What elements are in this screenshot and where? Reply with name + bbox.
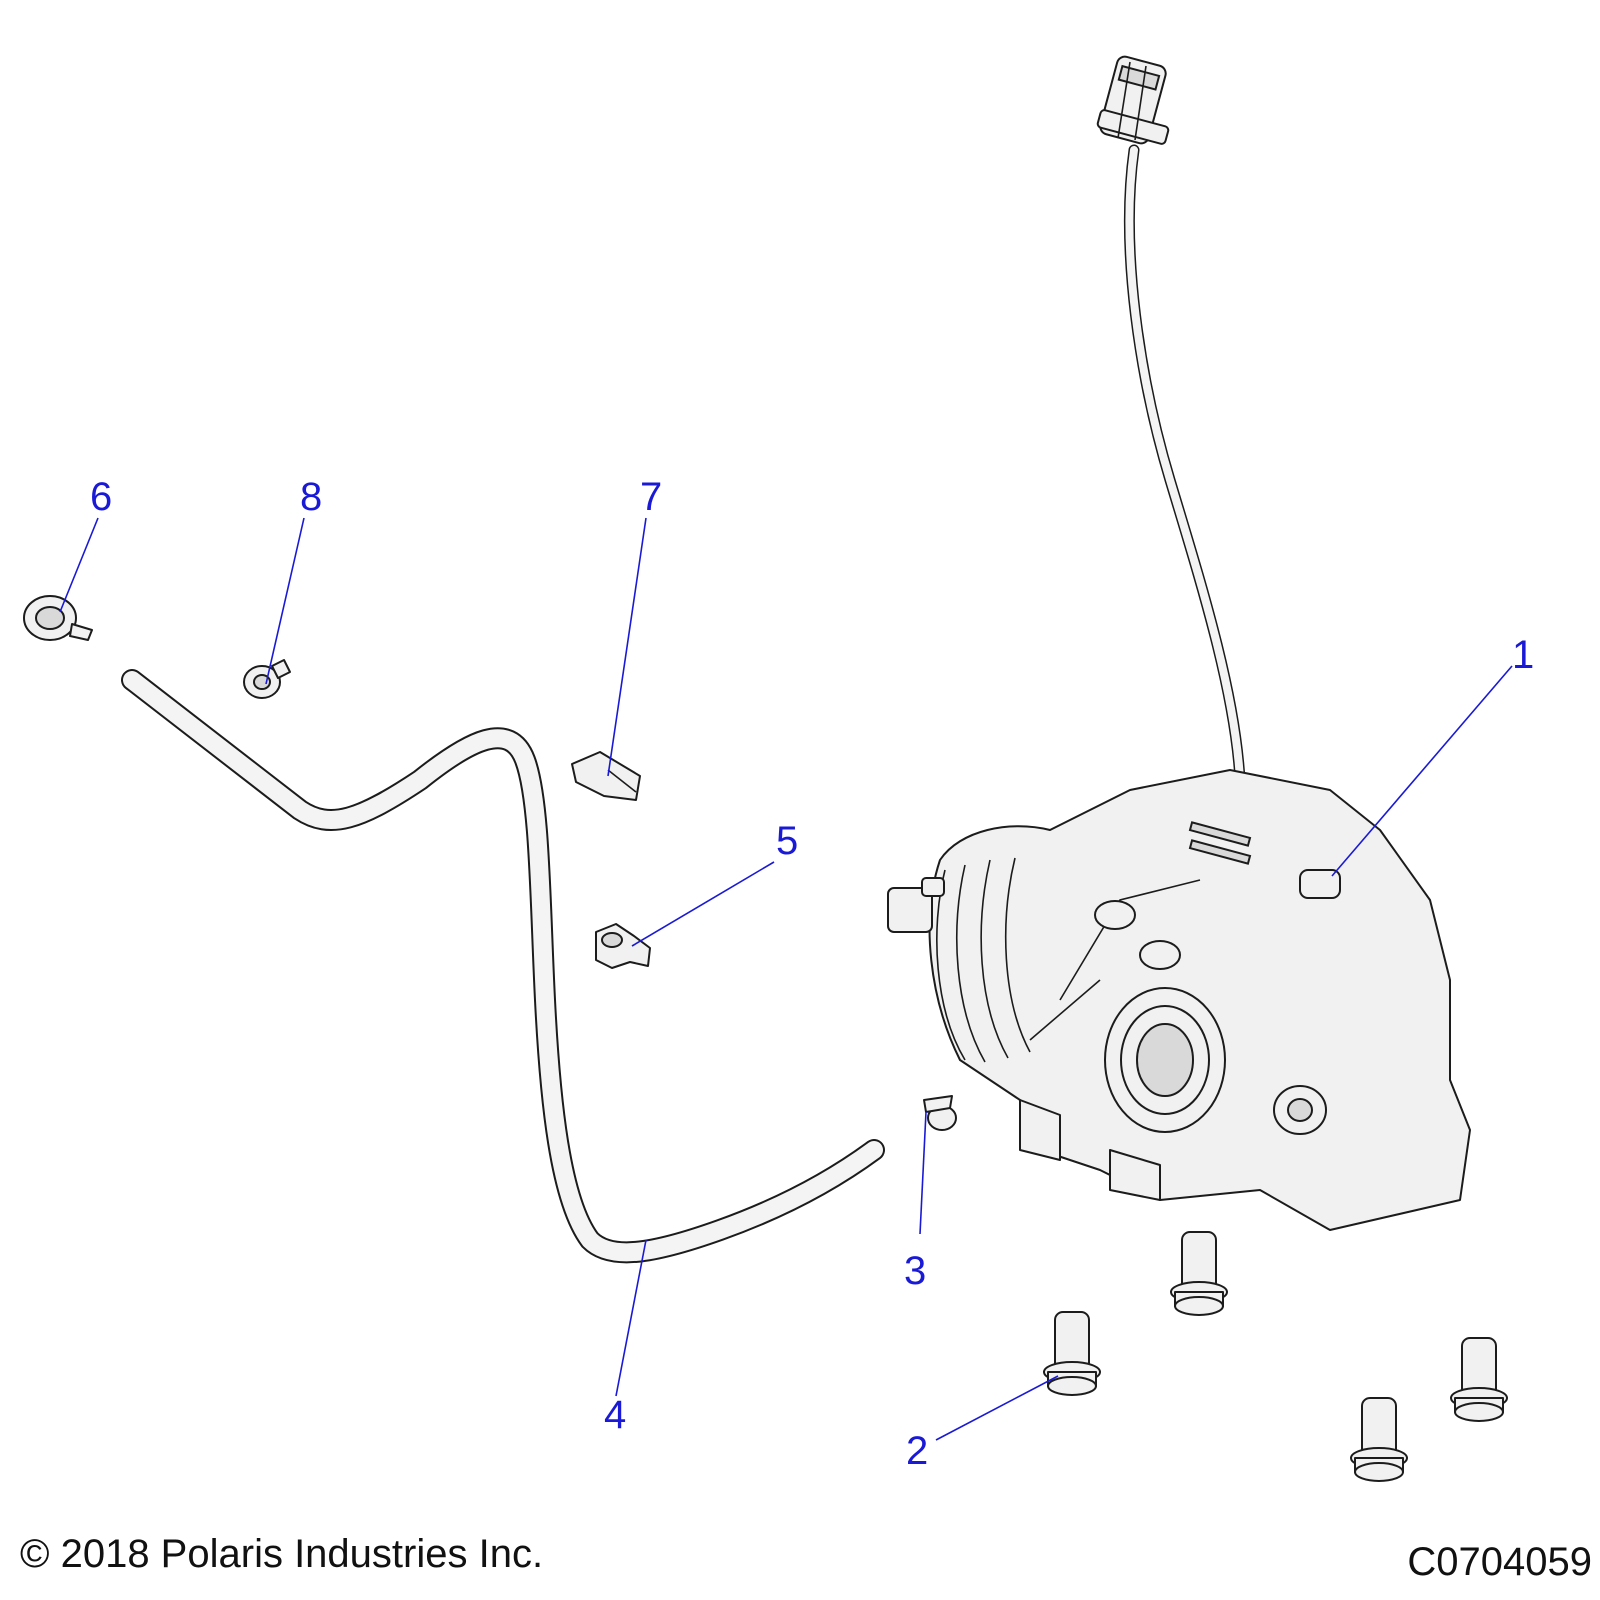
- hose-clip: [595, 923, 651, 969]
- leader-line-2: [935, 1375, 1059, 1441]
- grommet: [243, 659, 291, 699]
- bolt: [1170, 1231, 1228, 1316]
- leader-line-6: [59, 517, 99, 613]
- callout-8: 8: [300, 475, 322, 519]
- leader-line-4: [615, 1239, 647, 1397]
- copyright-notice: © 2018 Polaris Industries Inc.: [20, 1532, 544, 1576]
- callout-1: 1: [1512, 633, 1534, 677]
- hose-clamp-small: [923, 1095, 957, 1131]
- connector-clip: [571, 751, 641, 801]
- leader-line-3: [919, 1111, 927, 1235]
- bolt: [1043, 1311, 1101, 1396]
- leader-line-8: [265, 517, 305, 685]
- callout-7: 7: [640, 475, 662, 519]
- bolt: [1450, 1337, 1508, 1422]
- leader-line-1: [1331, 665, 1513, 877]
- bolt-set: [1043, 1231, 1508, 1482]
- vent-hose: [121, 669, 885, 1264]
- leader-line-5: [631, 861, 775, 947]
- callout-4: 4: [604, 1393, 626, 1437]
- harness-connector: [1096, 55, 1170, 145]
- callout-3: 3: [904, 1249, 926, 1293]
- callout-5: 5: [776, 819, 798, 863]
- leader-line-7: [607, 517, 647, 777]
- callout-6: 6: [90, 475, 112, 519]
- callout-2: 2: [906, 1429, 928, 1473]
- hose-connector: [23, 595, 93, 641]
- figure-code: C0704059: [1407, 1540, 1592, 1584]
- bolt: [1350, 1397, 1408, 1482]
- gearcase-assembly: [887, 55, 1471, 1231]
